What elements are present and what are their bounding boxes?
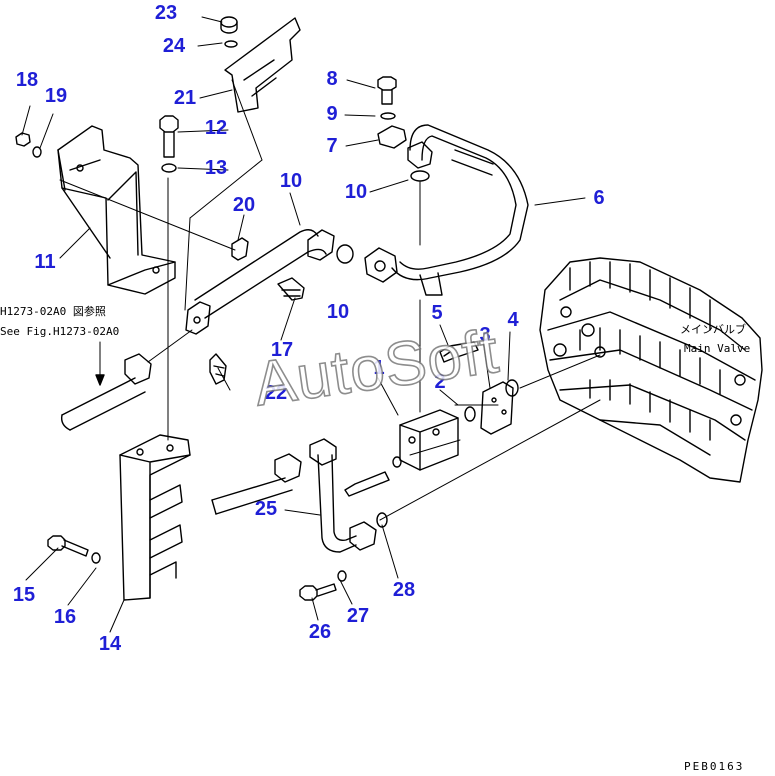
callout-28: 27 xyxy=(346,605,370,627)
bracket-12 xyxy=(57,125,176,295)
page-code: PEB0163 xyxy=(684,760,745,773)
callout-11: 10 xyxy=(279,170,303,192)
reference-note-jp: H1273-02A0 図参照 xyxy=(0,305,106,318)
o-ring-4 xyxy=(505,379,519,397)
washer-20 xyxy=(32,146,42,158)
callout-10-lower: 10 xyxy=(326,301,350,323)
nut-19 xyxy=(15,132,31,147)
clamp-21 xyxy=(231,237,249,261)
bracket-15 xyxy=(119,434,191,601)
callout-5: 5 xyxy=(431,302,443,324)
callout-1: 1 xyxy=(373,357,385,379)
bracket-22-detail xyxy=(243,59,277,97)
bolt-8 xyxy=(377,76,397,105)
clamp-7 xyxy=(377,125,407,149)
callout-8: 8 xyxy=(326,68,338,90)
bolt-5 xyxy=(439,341,479,363)
shaft-upper xyxy=(60,353,152,431)
washer-9 xyxy=(380,112,396,120)
main-valve xyxy=(539,257,763,483)
callout-7: 7 xyxy=(326,135,338,157)
callout-14: 13 xyxy=(204,157,228,179)
callout-21: 20 xyxy=(232,194,256,216)
callout-15: 14 xyxy=(98,633,122,655)
hose-clip-18 xyxy=(277,277,305,301)
hose-clip-23 xyxy=(209,353,227,385)
valve-block-1 xyxy=(399,409,459,471)
washer-25 xyxy=(224,40,238,48)
flange-3 xyxy=(480,381,514,435)
callout-10-upper: 10 xyxy=(344,181,368,203)
tube-11 xyxy=(185,229,335,335)
hose-6 xyxy=(364,124,529,296)
bolt-16 xyxy=(47,535,89,557)
o-ring-small xyxy=(392,456,402,468)
bolt-block xyxy=(344,471,390,497)
washer-28 xyxy=(337,570,347,582)
o-ring-10-lower xyxy=(336,244,354,264)
nut-24 xyxy=(220,16,238,34)
callout-2: 2 xyxy=(434,371,446,393)
bracket-22 xyxy=(224,17,301,113)
callout-13: 12 xyxy=(204,117,228,139)
callout-24: 23 xyxy=(154,2,178,24)
bolt-13 xyxy=(159,115,179,158)
callout-26: 25 xyxy=(254,498,278,520)
callout-22: 21 xyxy=(173,87,197,109)
reference-note-en: See Fig.H1273-02A0 xyxy=(0,325,120,338)
callout-25: 24 xyxy=(162,35,186,57)
main-valve-label-jp: メインバルブ xyxy=(680,323,746,336)
callout-6: 6 xyxy=(593,187,605,209)
o-ring-10-upper xyxy=(410,170,430,182)
callout-29: 28 xyxy=(392,579,416,601)
callout-3: 3 xyxy=(479,324,491,346)
callout-23: 22 xyxy=(264,382,288,404)
callout-19: 18 xyxy=(15,69,39,91)
callout-4: 4 xyxy=(507,309,519,331)
callout-12: 11 xyxy=(34,251,56,273)
callout-20: 19 xyxy=(44,85,68,107)
main-valve-label-en: Main Valve xyxy=(684,342,751,355)
washer-14 xyxy=(161,163,177,173)
callout-9: 9 xyxy=(326,103,338,125)
callout-27: 26 xyxy=(308,621,332,643)
callout-17: 16 xyxy=(53,606,77,628)
callout-18: 17 xyxy=(270,339,294,361)
tube-26 xyxy=(211,438,377,553)
washer-17 xyxy=(91,552,101,564)
bolt-27 xyxy=(299,583,337,601)
o-ring-29 xyxy=(376,512,388,528)
callout-16: 15 xyxy=(12,584,36,606)
reference-arrow-head xyxy=(95,374,105,386)
o-ring-2 xyxy=(464,406,476,422)
leader-lines xyxy=(21,16,601,633)
